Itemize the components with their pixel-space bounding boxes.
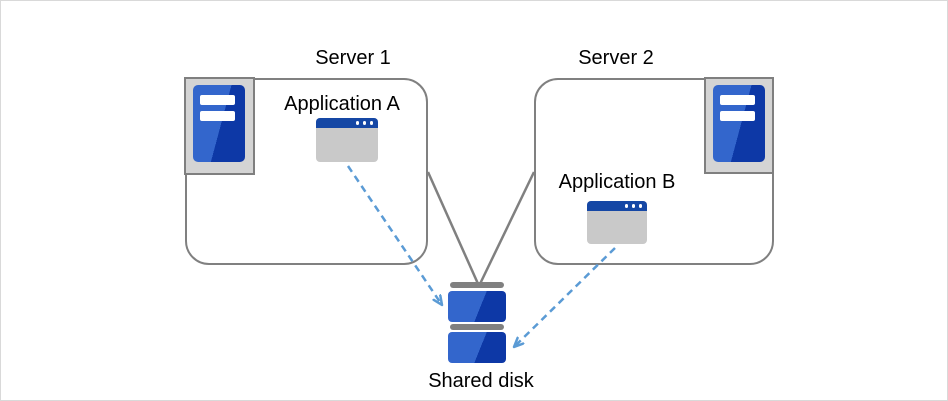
application-a-window-icon	[316, 118, 378, 162]
tower-drive-slot	[720, 95, 755, 105]
server1-label: Server 1	[315, 47, 391, 69]
connector-server2-to-disk	[477, 171, 536, 287]
tower-front-panel	[713, 85, 765, 162]
shared-disk-icon	[448, 282, 506, 363]
disk-platter	[448, 332, 506, 363]
tower-drive-slot	[200, 95, 235, 105]
disk-top-bar	[450, 282, 504, 288]
server1-tower-server-icon	[184, 77, 255, 175]
disk-top-bar	[450, 324, 504, 330]
window-dot	[631, 204, 635, 208]
server2-tower-server-icon	[704, 77, 774, 174]
application-b-window-icon	[587, 201, 647, 244]
window-dot	[355, 121, 359, 125]
window-titlebar	[316, 118, 378, 128]
server2-label: Server 2	[578, 47, 654, 69]
connector-server1-to-disk	[426, 171, 481, 287]
tower-drive-slot	[720, 111, 755, 121]
window-titlebar	[587, 201, 647, 211]
tower-drive-slot	[200, 111, 235, 121]
disk-platter	[448, 291, 506, 322]
window-dot	[638, 204, 642, 208]
window-dot	[362, 121, 366, 125]
window-dot	[624, 204, 628, 208]
tower-front-panel	[193, 85, 245, 162]
window-dot	[369, 121, 373, 125]
shared-disk-label: Shared disk	[428, 370, 534, 392]
application-b-label: Application B	[558, 171, 676, 193]
application-a-label: Application A	[284, 93, 400, 115]
